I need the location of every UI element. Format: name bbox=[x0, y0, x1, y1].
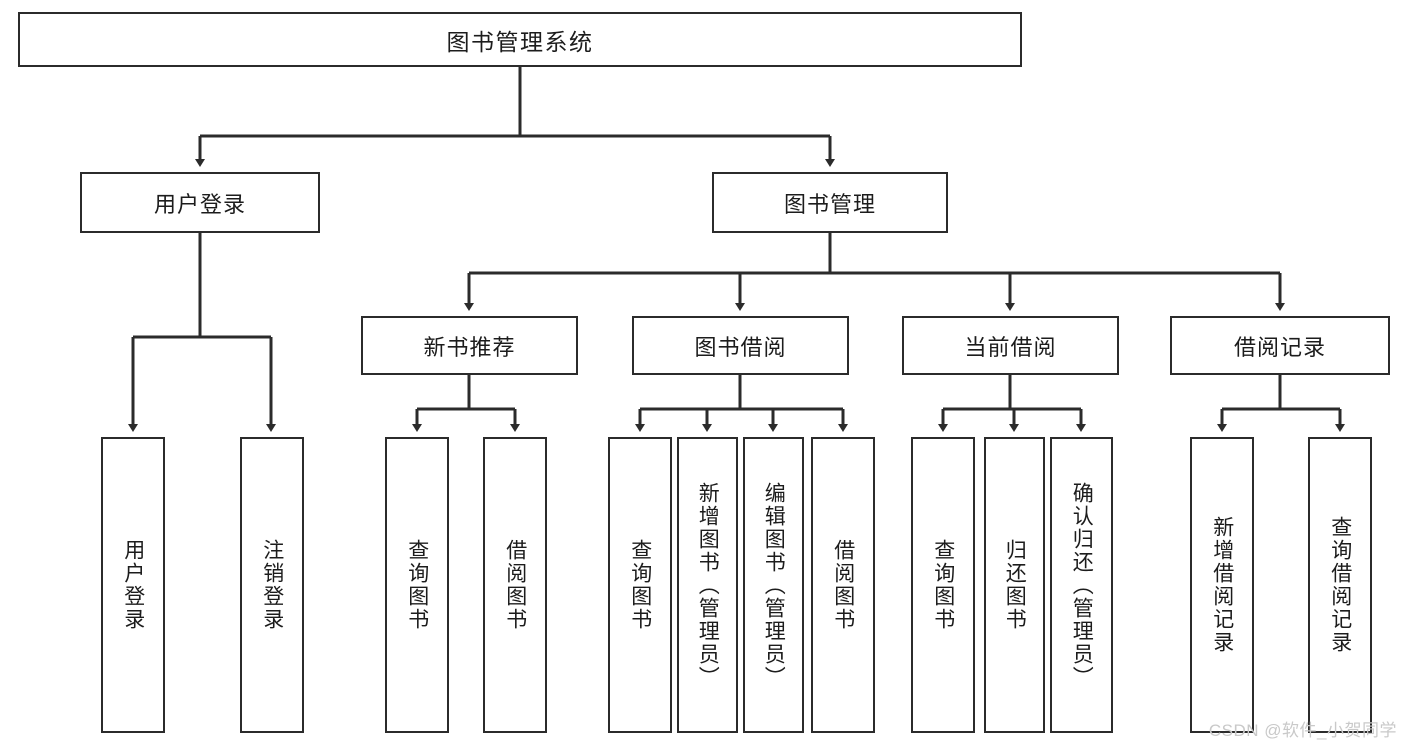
node-book-manage-label: 图书管理 bbox=[783, 191, 876, 217]
node-leaf-query-book-bor[interactable]: 查询图书 bbox=[608, 437, 672, 733]
node-leaf-add-book-label: 新增图书（管理员） bbox=[696, 481, 720, 689]
node-book-manage[interactable]: 图书管理 bbox=[712, 172, 948, 233]
node-leaf-add-book[interactable]: 新增图书（管理员） bbox=[677, 437, 738, 733]
node-user-login-label: 用户登录 bbox=[153, 191, 246, 217]
node-leaf-borrow-book-bor-label: 借阅图书 bbox=[831, 539, 855, 631]
node-root[interactable]: 图书管理系统 bbox=[18, 12, 1022, 67]
node-leaf-confirm-return-label: 确认归还（管理员） bbox=[1070, 481, 1094, 689]
node-user-login[interactable]: 用户登录 bbox=[80, 172, 320, 233]
node-new-book-rec-label: 新书推荐 bbox=[423, 334, 516, 360]
node-leaf-return-book-label: 归还图书 bbox=[1003, 539, 1027, 631]
node-leaf-query-book-cur[interactable]: 查询图书 bbox=[911, 437, 975, 733]
node-leaf-edit-book[interactable]: 编辑图书（管理员） bbox=[743, 437, 804, 733]
node-book-borrow[interactable]: 图书借阅 bbox=[632, 316, 849, 375]
node-book-borrow-label: 图书借阅 bbox=[694, 334, 787, 360]
node-leaf-query-record-label: 查询借阅记录 bbox=[1328, 516, 1352, 654]
node-current-borrow-label: 当前借阅 bbox=[964, 334, 1057, 360]
node-leaf-borrow-book-rec-label: 借阅图书 bbox=[503, 539, 527, 631]
node-leaf-query-book-cur-label: 查询图书 bbox=[931, 539, 955, 631]
node-leaf-query-book-bor-label: 查询图书 bbox=[628, 539, 652, 631]
node-leaf-user-login[interactable]: 用户登录 bbox=[101, 437, 165, 733]
node-leaf-add-record-label: 新增借阅记录 bbox=[1210, 516, 1234, 654]
node-leaf-user-login-label: 用户登录 bbox=[121, 539, 145, 631]
node-leaf-add-record[interactable]: 新增借阅记录 bbox=[1190, 437, 1254, 733]
node-current-borrow[interactable]: 当前借阅 bbox=[902, 316, 1119, 375]
node-leaf-borrow-book-bor[interactable]: 借阅图书 bbox=[811, 437, 875, 733]
node-leaf-edit-book-label: 编辑图书（管理员） bbox=[762, 481, 786, 689]
node-borrow-record-label: 借阅记录 bbox=[1233, 334, 1326, 360]
csdn-watermark: CSDN @软件_小贺同学 bbox=[1208, 721, 1397, 740]
node-leaf-query-record[interactable]: 查询借阅记录 bbox=[1308, 437, 1372, 733]
node-leaf-borrow-book-rec[interactable]: 借阅图书 bbox=[483, 437, 547, 733]
node-leaf-user-logout[interactable]: 注销登录 bbox=[240, 437, 304, 733]
node-leaf-confirm-return[interactable]: 确认归还（管理员） bbox=[1050, 437, 1113, 733]
node-new-book-rec[interactable]: 新书推荐 bbox=[361, 316, 578, 375]
node-leaf-return-book[interactable]: 归还图书 bbox=[984, 437, 1045, 733]
node-root-label: 图书管理系统 bbox=[446, 28, 594, 55]
node-leaf-user-logout-label: 注销登录 bbox=[260, 539, 284, 631]
node-leaf-query-book-rec[interactable]: 查询图书 bbox=[385, 437, 449, 733]
node-leaf-query-book-rec-label: 查询图书 bbox=[405, 539, 429, 631]
node-borrow-record[interactable]: 借阅记录 bbox=[1170, 316, 1390, 375]
